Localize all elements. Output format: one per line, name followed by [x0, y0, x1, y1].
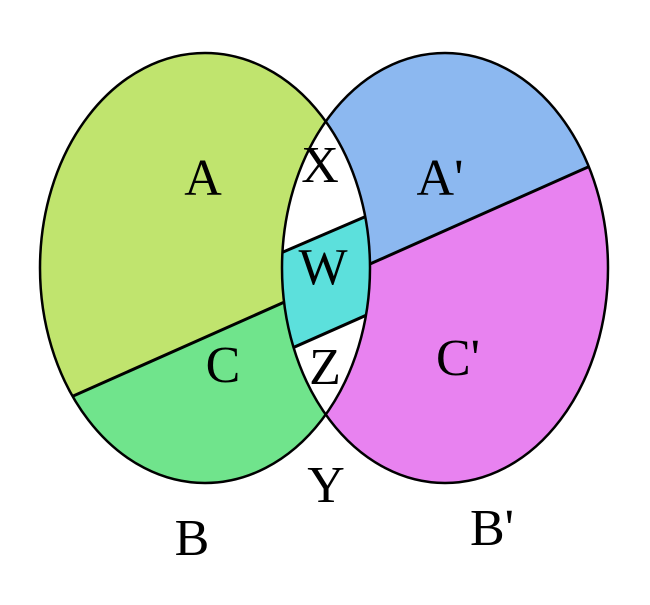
label-Y: Y — [307, 457, 345, 514]
ellipse-B-prime-outline — [280, 51, 610, 485]
label-B: B — [175, 510, 210, 567]
label-X: X — [301, 137, 339, 194]
label-C: C — [206, 337, 241, 394]
stripe-bottom-edge — [282, 183, 370, 483]
label-B-prime: B' — [470, 500, 514, 557]
label-A-prime: A' — [417, 150, 464, 207]
label-A: A — [184, 150, 222, 207]
stripe-top-edge — [282, 88, 370, 380]
ellipse-B-outline — [38, 51, 372, 485]
label-C-prime: C' — [436, 330, 480, 387]
label-W: W — [298, 239, 347, 296]
label-Z: Z — [309, 339, 341, 396]
